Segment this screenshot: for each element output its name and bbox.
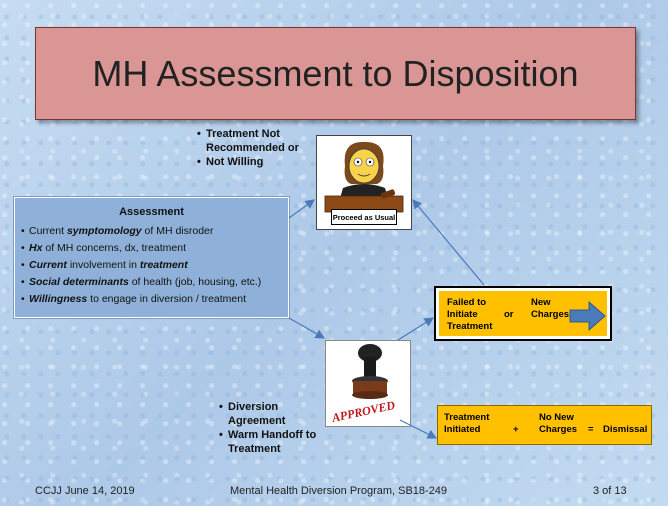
right-arrow-icon: [569, 301, 606, 331]
failed-to-initiate-label: Failed to Initiate Treatment: [447, 297, 493, 332]
assessment-item: Hx of MH concerns, dx, treatment: [21, 240, 288, 257]
no-new-charges-label: No New Charges: [539, 412, 578, 435]
judge-icon: [324, 141, 404, 213]
assessment-item: Current involvement in treatment: [21, 257, 288, 274]
new-charges-label: New Charges: [531, 297, 570, 320]
arrow-stamp-to-dismissal: [399, 419, 438, 439]
bullet-not-recommended: Treatment Not Recommended or: [197, 127, 317, 155]
or-label: or: [504, 309, 514, 320]
assessment-item: Social determinants of health (job, hous…: [21, 274, 288, 291]
assessment-heading: Assessment: [119, 206, 184, 218]
footer-center: Mental Health Diversion Program, SB18-24…: [230, 485, 448, 497]
arrow-failed-to-judge: [412, 199, 485, 286]
stamp-icon: APPROVED: [330, 344, 396, 425]
assessment-item: Willingness to engage in diversion / tre…: [21, 291, 288, 308]
failed-or-new-charges-box: Failed to Initiate Treatment or New Char…: [434, 286, 612, 341]
equals-sign: =: [588, 424, 594, 435]
approved-stamp: APPROVED: [325, 340, 411, 427]
arrow-to-judge: [288, 199, 315, 219]
arrow-to-stamp: [288, 317, 326, 339]
assessment-box: Assessment Current symptomology of MH di…: [13, 196, 290, 319]
diversion-bullets: Diversion Agreement Warm Handoff to Trea…: [219, 400, 319, 456]
proceed-as-usual-label: Proceed as Usual: [331, 209, 397, 225]
slide-number: 3 of 13: [593, 485, 627, 497]
slide-title: MH Assessment to Disposition: [35, 27, 636, 120]
footer-left: CCJJ June 14, 2019: [35, 485, 135, 497]
dismissal-label: Dismissal: [603, 424, 648, 435]
plus-sign: +: [513, 424, 519, 435]
bullet-warm-handoff: Warm Handoff to Treatment: [219, 428, 319, 456]
bullet-diversion-agreement: Diversion Agreement: [219, 400, 319, 428]
arrow-stamp-to-failed: [397, 317, 435, 341]
judge-cartoon: Proceed as Usual: [316, 135, 412, 230]
bullet-not-willing: Not Willing: [197, 155, 317, 169]
treatment-initiated-label: Treatment Initiated: [444, 412, 490, 435]
not-recommended-bullets: Treatment Not Recommended or Not Willing: [197, 127, 317, 169]
dismissal-box: Treatment Initiated + No New Charges = D…: [437, 405, 652, 445]
assessment-item: Current symptomology of MH disroder: [21, 223, 288, 240]
